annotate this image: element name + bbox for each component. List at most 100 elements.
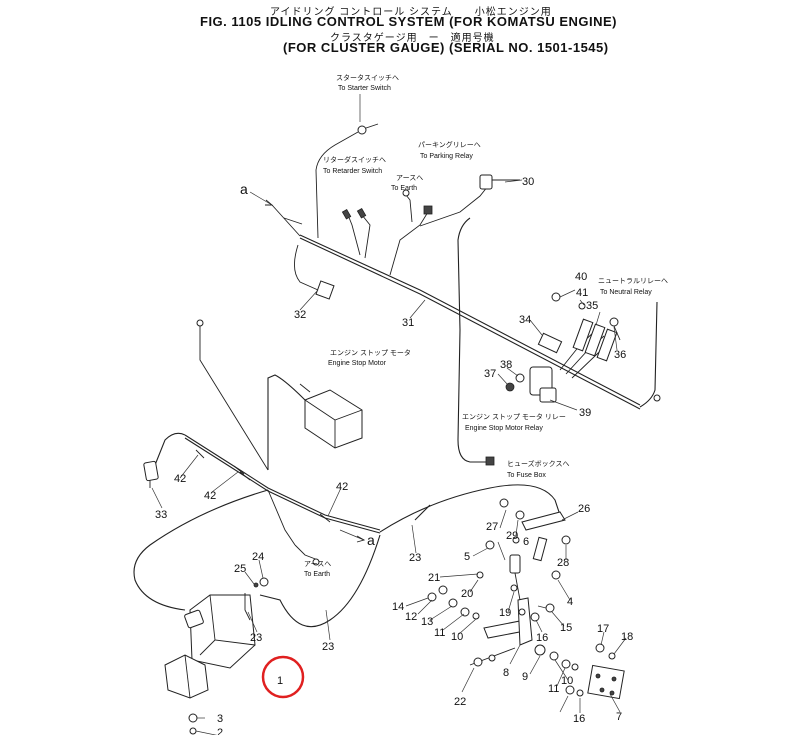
figure-subtitle: (FOR CLUSTER GAUGE) (SERIAL NO. 1501-154… [283,40,609,55]
top-left-terminal [196,319,204,327]
note-parking-relay-jp: パーキングリレーへ [418,140,481,149]
part-number-21: 21 [428,572,440,584]
part-number-27: 27 [486,521,498,533]
connector-letter-a-top: a [240,181,248,197]
part-number-29: 29 [506,530,518,542]
part-number-11-b: 11 [548,683,559,695]
part-number-3: 3 [217,713,223,725]
part-number-2: 2 [217,727,223,735]
nut-40 [551,292,561,302]
part-number-31: 31 [402,317,414,329]
part-number-35: 35 [586,300,598,312]
part-number-25: 25 [234,563,246,575]
part-number-41: 41 [576,287,588,299]
part-number-9: 9 [522,671,528,683]
part-number-42-a: 42 [174,473,186,485]
earth-terminal-bottom [312,558,320,566]
neutral-relay-terminal [653,394,661,402]
part-number-16-b: 16 [573,713,585,725]
part-number-12: 12 [405,611,417,623]
note-stop-motor: Engine Stop Motor [328,360,387,367]
bracket-23-clamp [244,593,251,621]
part-number-17: 17 [597,623,609,635]
part-number-36: 36 [614,349,626,361]
controller-unit-1 [184,594,256,669]
note-starter-switch: To Starter Switch [338,85,391,92]
leader-lines [151,179,627,735]
part-numbers: 32 31 30 34 40 41 35 36 38 37 39 42 42 4… [155,176,633,735]
connector-34 [537,332,563,354]
engine-stop-motor-relay [529,366,557,403]
note-earth-top: To Earth [391,185,417,192]
bolt-36 [609,317,621,341]
part-number-13: 13 [421,616,433,628]
part-number-34: 34 [519,314,531,326]
part-number-30: 30 [522,176,534,188]
connector-letter-a-bottom: a [367,532,375,548]
connector-33 [143,460,159,488]
note-parking-relay: To Parking Relay [420,153,473,160]
part-number-22: 22 [454,696,466,708]
clamp-42-c [319,513,331,523]
fuse-box-terminal [485,456,495,466]
part-number-1: 1 [277,675,283,687]
note-retarder-switch-jp: リターダスイッチへ [323,155,386,164]
connector-a-bottom: a [339,529,375,548]
part-number-8: 8 [503,667,509,679]
note-neutral-relay-jp: ニュートラルリレーへ [598,277,668,285]
part-number-28: 28 [557,557,569,569]
note-earth-bottom-jp: アースへ [304,560,331,568]
note-stop-motor-jp: エンジン ストップ モータ [330,348,411,357]
part-number-24: 24 [252,551,264,563]
part-number-26: 26 [578,503,590,515]
part-number-20: 20 [461,588,473,600]
part-number-14: 14 [392,601,404,613]
retarder-switch-terminals [341,207,367,220]
connector-35 [572,318,618,362]
highlight-circle-part-1 [261,655,305,699]
earth-terminal-top [402,189,433,215]
notes: スタータスイッチへ To Starter Switch リターダスイッチへ To… [304,73,668,578]
part-number-39: 39 [579,407,591,419]
bracket-2 [164,654,209,699]
connector-32 [315,280,335,300]
part-number-5: 5 [464,551,470,563]
part-number-7: 7 [616,711,622,723]
connector-a-top: a [240,181,274,206]
part-number-23-a: 23 [409,552,421,564]
note-earth-bottom: To Earth [304,571,330,578]
note-stop-motor-relay: Engine Stop Motor Relay [465,425,543,432]
starter-switch-terminal [357,123,379,135]
part-number-19: 19 [499,607,511,619]
part-number-6: 6 [523,536,529,548]
note-starter-switch-jp: スタータスイッチへ [336,73,399,82]
part-number-40: 40 [575,271,587,283]
note-earth-top-jp: アースへ [396,174,423,182]
relay-30 [479,174,520,190]
part-number-38: 38 [500,359,512,371]
part-number-37: 37 [484,368,496,380]
note-retarder-switch: To Retarder Switch [323,168,382,175]
washer-41 [578,302,586,310]
part-number-16-a: 16 [536,632,548,644]
part-number-33: 33 [155,509,167,521]
linkage-assembly [469,511,625,700]
part-number-18: 18 [621,631,633,643]
note-fuse-box: To Fuse Box [507,472,546,479]
part-number-4: 4 [567,596,573,608]
bolt-3 [188,713,205,723]
title-japanese: アイドリング コントロール システム 小松エンジン用 [270,7,552,18]
part-number-32: 32 [294,309,306,321]
engine-stop-motor [267,374,363,470]
bolt-24-25 [253,577,269,588]
part-number-11-a: 11 [434,627,445,639]
note-neutral-relay: To Neutral Relay [600,289,652,296]
part-number-42-b: 42 [204,490,216,502]
small-hardware [427,498,616,697]
subtitle-japanese: クラスタゲージ用 ー 適用号機 [330,33,495,44]
lower-harness [133,325,561,628]
note-stop-motor-relay-jp: エンジン ストップ モータ リレー [462,412,566,421]
bolt-2 [189,727,197,735]
note-fuse-box-jp: ヒューズボックスへ [507,459,569,468]
